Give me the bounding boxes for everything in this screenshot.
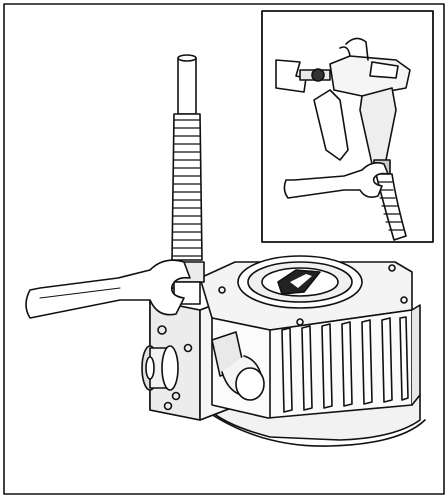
logo-emblem (237, 255, 363, 309)
cooling-fins (281, 316, 409, 413)
gun-trigger (313, 89, 349, 161)
spray-tip (275, 59, 331, 93)
spray-gun (275, 37, 411, 175)
inset-wrench (283, 162, 389, 199)
wrench (25, 259, 191, 319)
inset-frame (261, 10, 434, 243)
inlet-fitting (141, 343, 193, 401)
fluid-hose (375, 173, 407, 241)
outlet-cap (211, 331, 265, 401)
